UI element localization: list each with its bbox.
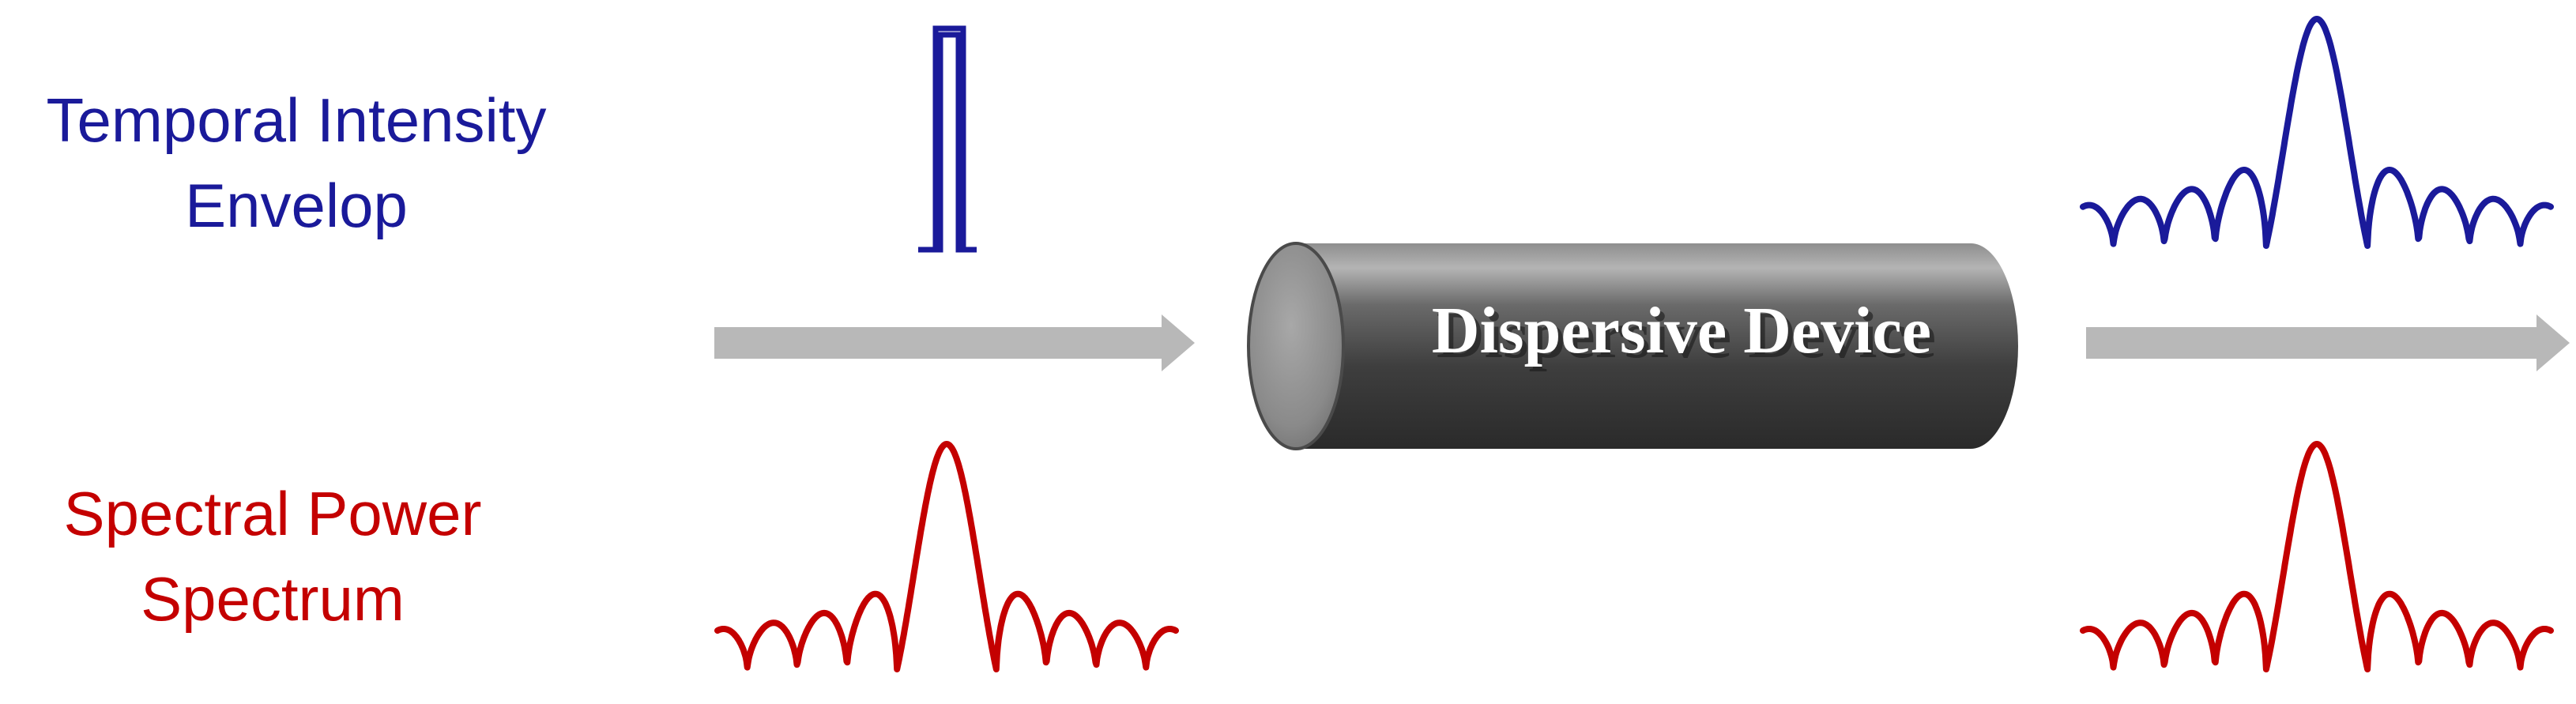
device-body [1296,243,2018,449]
spectral-power-label: Spectral Power Spectrum [0,471,545,642]
output-temporal-waveform [2080,16,2554,249]
input-arrow-icon [714,314,1195,371]
device-label: Dispersive Device [1432,294,1931,367]
device-label-shadow: Dispersive Device [1437,299,1936,372]
device-end-cap [1247,242,1345,450]
temporal-label-line-1: Temporal Intensity [46,85,547,155]
output-arrow-icon [2086,314,2570,371]
spectral-label-line-2: Spectrum [141,564,405,634]
spectral-label-line-1: Spectral Power [63,479,482,548]
output-spectral-waveform [2080,441,2554,672]
temporal-label-line-2: Envelop [185,171,408,240]
temporal-intensity-label: Temporal Intensity Envelop [0,77,593,248]
input-temporal-pulse [918,25,977,253]
input-spectral-waveform [714,441,1179,672]
dispersive-device: Dispersive Device Dispersive Device [1247,242,2018,450]
